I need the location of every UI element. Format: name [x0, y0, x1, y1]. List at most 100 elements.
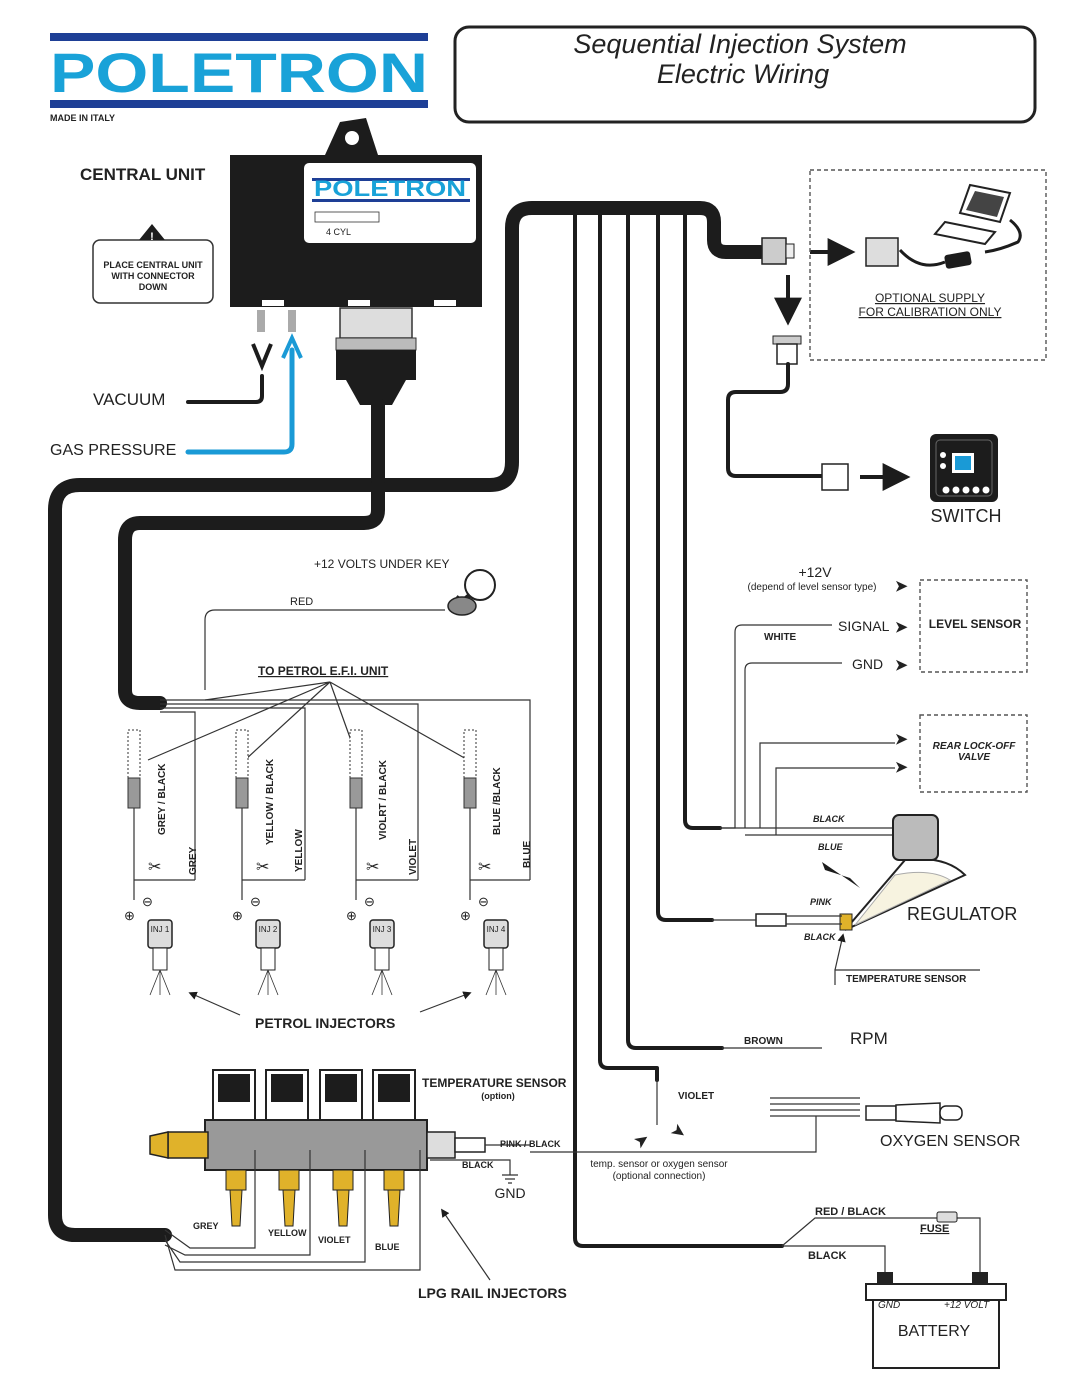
regulator	[822, 814, 967, 931]
svg-text:⊖: ⊖	[478, 894, 489, 909]
level-plus12: +12V	[798, 564, 832, 580]
petrol-harness	[118, 478, 385, 710]
lock-off-label-2: VALVE	[958, 752, 990, 763]
petrol-injectors-label: PETROL INJECTORS	[255, 1015, 395, 1031]
diagram-subtitle: Electric Wiring	[657, 59, 829, 89]
regulator-pink: PINK	[810, 897, 833, 907]
brand-logo: POLETRON MADE IN ITALY	[50, 33, 428, 123]
svg-text:GREY / BLACK: GREY / BLACK	[157, 763, 168, 835]
fuse-icon	[936, 1211, 958, 1223]
switch-connector	[726, 335, 911, 491]
lpg-wire-yellow: YELLOW	[268, 1228, 307, 1238]
svg-text:⊖: ⊖	[250, 894, 261, 909]
lpg-rail	[149, 1069, 486, 1227]
scissors-icon: ✂	[478, 859, 491, 876]
warning-icon: !	[150, 231, 154, 243]
lpg-wire-blue: BLUE	[375, 1242, 400, 1252]
gas-pressure-hose	[185, 347, 295, 455]
lpg-temp-label: TEMPERATURE SENSOR	[422, 1076, 567, 1090]
key-label: +12 VOLTS UNDER KEY	[314, 557, 450, 571]
ecu-connector	[335, 307, 417, 405]
svg-text:DOWN: DOWN	[139, 282, 168, 292]
oxygen-sensor	[530, 1097, 963, 1153]
regulator-temp-connector	[712, 913, 842, 927]
ignition-key-icon	[447, 569, 496, 616]
lpg-pink-black: PINK / BLACK	[500, 1139, 561, 1149]
scissors-icon: ✂	[256, 859, 269, 876]
calibration-note-line2: FOR CALIBRATION ONLY	[859, 305, 1002, 319]
fuse-label: FUSE	[920, 1223, 949, 1235]
switch-panel	[930, 434, 998, 502]
rpm-label: RPM	[850, 1029, 888, 1048]
level-gnd-label: GND	[852, 656, 883, 672]
svg-text:INJ 4: INJ 4	[487, 925, 506, 934]
calibration-plug	[865, 237, 899, 267]
vacuum-label: VACUUM	[93, 390, 165, 409]
lpg-black: BLACK	[462, 1160, 494, 1170]
regulator-blue: BLUE	[818, 842, 843, 852]
level-plus12-note: (depend of level sensor type)	[748, 582, 877, 593]
svg-text:⊕: ⊕	[124, 908, 135, 923]
calibration-connector	[761, 237, 856, 326]
svg-text:⊕: ⊕	[460, 908, 471, 923]
lpg-wire-violet: VIOLET	[318, 1235, 351, 1245]
lpg-gnd: GND	[494, 1185, 525, 1201]
lpg-rail-label: LPG RAIL INJECTORS	[418, 1285, 567, 1301]
svg-text:➤: ➤	[895, 657, 908, 674]
oxygen-note-2: (optional connection)	[613, 1171, 706, 1182]
regulator-black: BLACK	[813, 814, 846, 824]
battery-black: BLACK	[808, 1250, 847, 1262]
svg-text:YELLOW / BLACK: YELLOW / BLACK	[265, 758, 276, 845]
level-sensor-box	[919, 579, 1028, 673]
battery-plus: +12 VOLT	[944, 1300, 990, 1311]
level-white-label: WHITE	[764, 632, 797, 643]
svg-text:INJ 1: INJ 1	[151, 925, 170, 934]
svg-text:VIOLRT / BLACK: VIOLRT / BLACK	[378, 759, 389, 840]
oxygen-sensor-label: OXYGEN SENSOR	[880, 1133, 1020, 1150]
switch-label: SWITCH	[931, 506, 1002, 526]
svg-text:⊖: ⊖	[142, 894, 153, 909]
laptop-icon	[933, 183, 1012, 246]
lock-off-label-1: REAR LOCK-OFF	[933, 741, 1017, 752]
gas-pressure-label: GAS PRESSURE	[50, 442, 176, 459]
central-unit: POLETRON 4 CYL	[230, 118, 482, 307]
efi-label: TO PETROL E.F.I. UNIT	[258, 664, 389, 678]
svg-text:⊖: ⊖	[364, 894, 375, 909]
regulator-temp-label: TEMPERATURE SENSOR	[846, 974, 967, 985]
svg-text:PLACE CENTRAL UNIT: PLACE CENTRAL UNIT	[103, 260, 203, 270]
harness-branches	[573, 210, 784, 1248]
svg-text:POLETRON: POLETRON	[314, 176, 466, 201]
oxygen-note-1: temp. sensor or oxygen sensor	[590, 1159, 728, 1170]
svg-text:⊕: ⊕	[232, 908, 243, 923]
lock-off-box	[919, 714, 1028, 793]
level-sensor-label: LEVEL SENSOR	[929, 617, 1022, 631]
svg-text:GREY: GREY	[188, 846, 199, 875]
svg-text:➤: ➤	[895, 731, 908, 748]
diagram-title: Sequential Injection System	[573, 29, 906, 59]
battery-gnd: GND	[878, 1300, 900, 1311]
oxygen-wire-label: VIOLET	[678, 1091, 714, 1102]
svg-text:VIOLET: VIOLET	[408, 839, 419, 875]
svg-text:BLUE /BLACK: BLUE /BLACK	[492, 766, 503, 835]
svg-text:4 CYL: 4 CYL	[326, 227, 351, 237]
regulator-black2: BLACK	[804, 932, 837, 942]
battery	[865, 1272, 1007, 1369]
svg-text:POLETRON: POLETRON	[50, 41, 428, 104]
scissors-icon: ✂	[148, 859, 161, 876]
title-box	[453, 25, 1037, 124]
calibration-box	[809, 169, 1047, 361]
key-wire-red: RED	[290, 596, 313, 608]
svg-text:➤: ➤	[667, 1119, 691, 1144]
svg-text:INJ 3: INJ 3	[373, 925, 392, 934]
scissors-icon: ✂	[366, 859, 379, 876]
calibration-note-line1: OPTIONAL SUPPLY	[875, 291, 985, 305]
petrol-injector-3: VIOLRT / BLACK VIOLET ✂ ⊕⊖ INJ 3	[346, 729, 419, 996]
efi-fan-lines	[147, 681, 469, 761]
lpg-wire-grey: GREY	[193, 1221, 219, 1231]
petrol-injector-2: YELLOW / BLACK YELLOW ✂ ⊕⊖ INJ 2	[232, 729, 305, 996]
svg-text:BLUE: BLUE	[522, 840, 533, 868]
lpg-temp-option: (option)	[481, 1091, 514, 1101]
svg-text:➤: ➤	[895, 578, 908, 595]
svg-text:INJ 2: INJ 2	[259, 925, 278, 934]
